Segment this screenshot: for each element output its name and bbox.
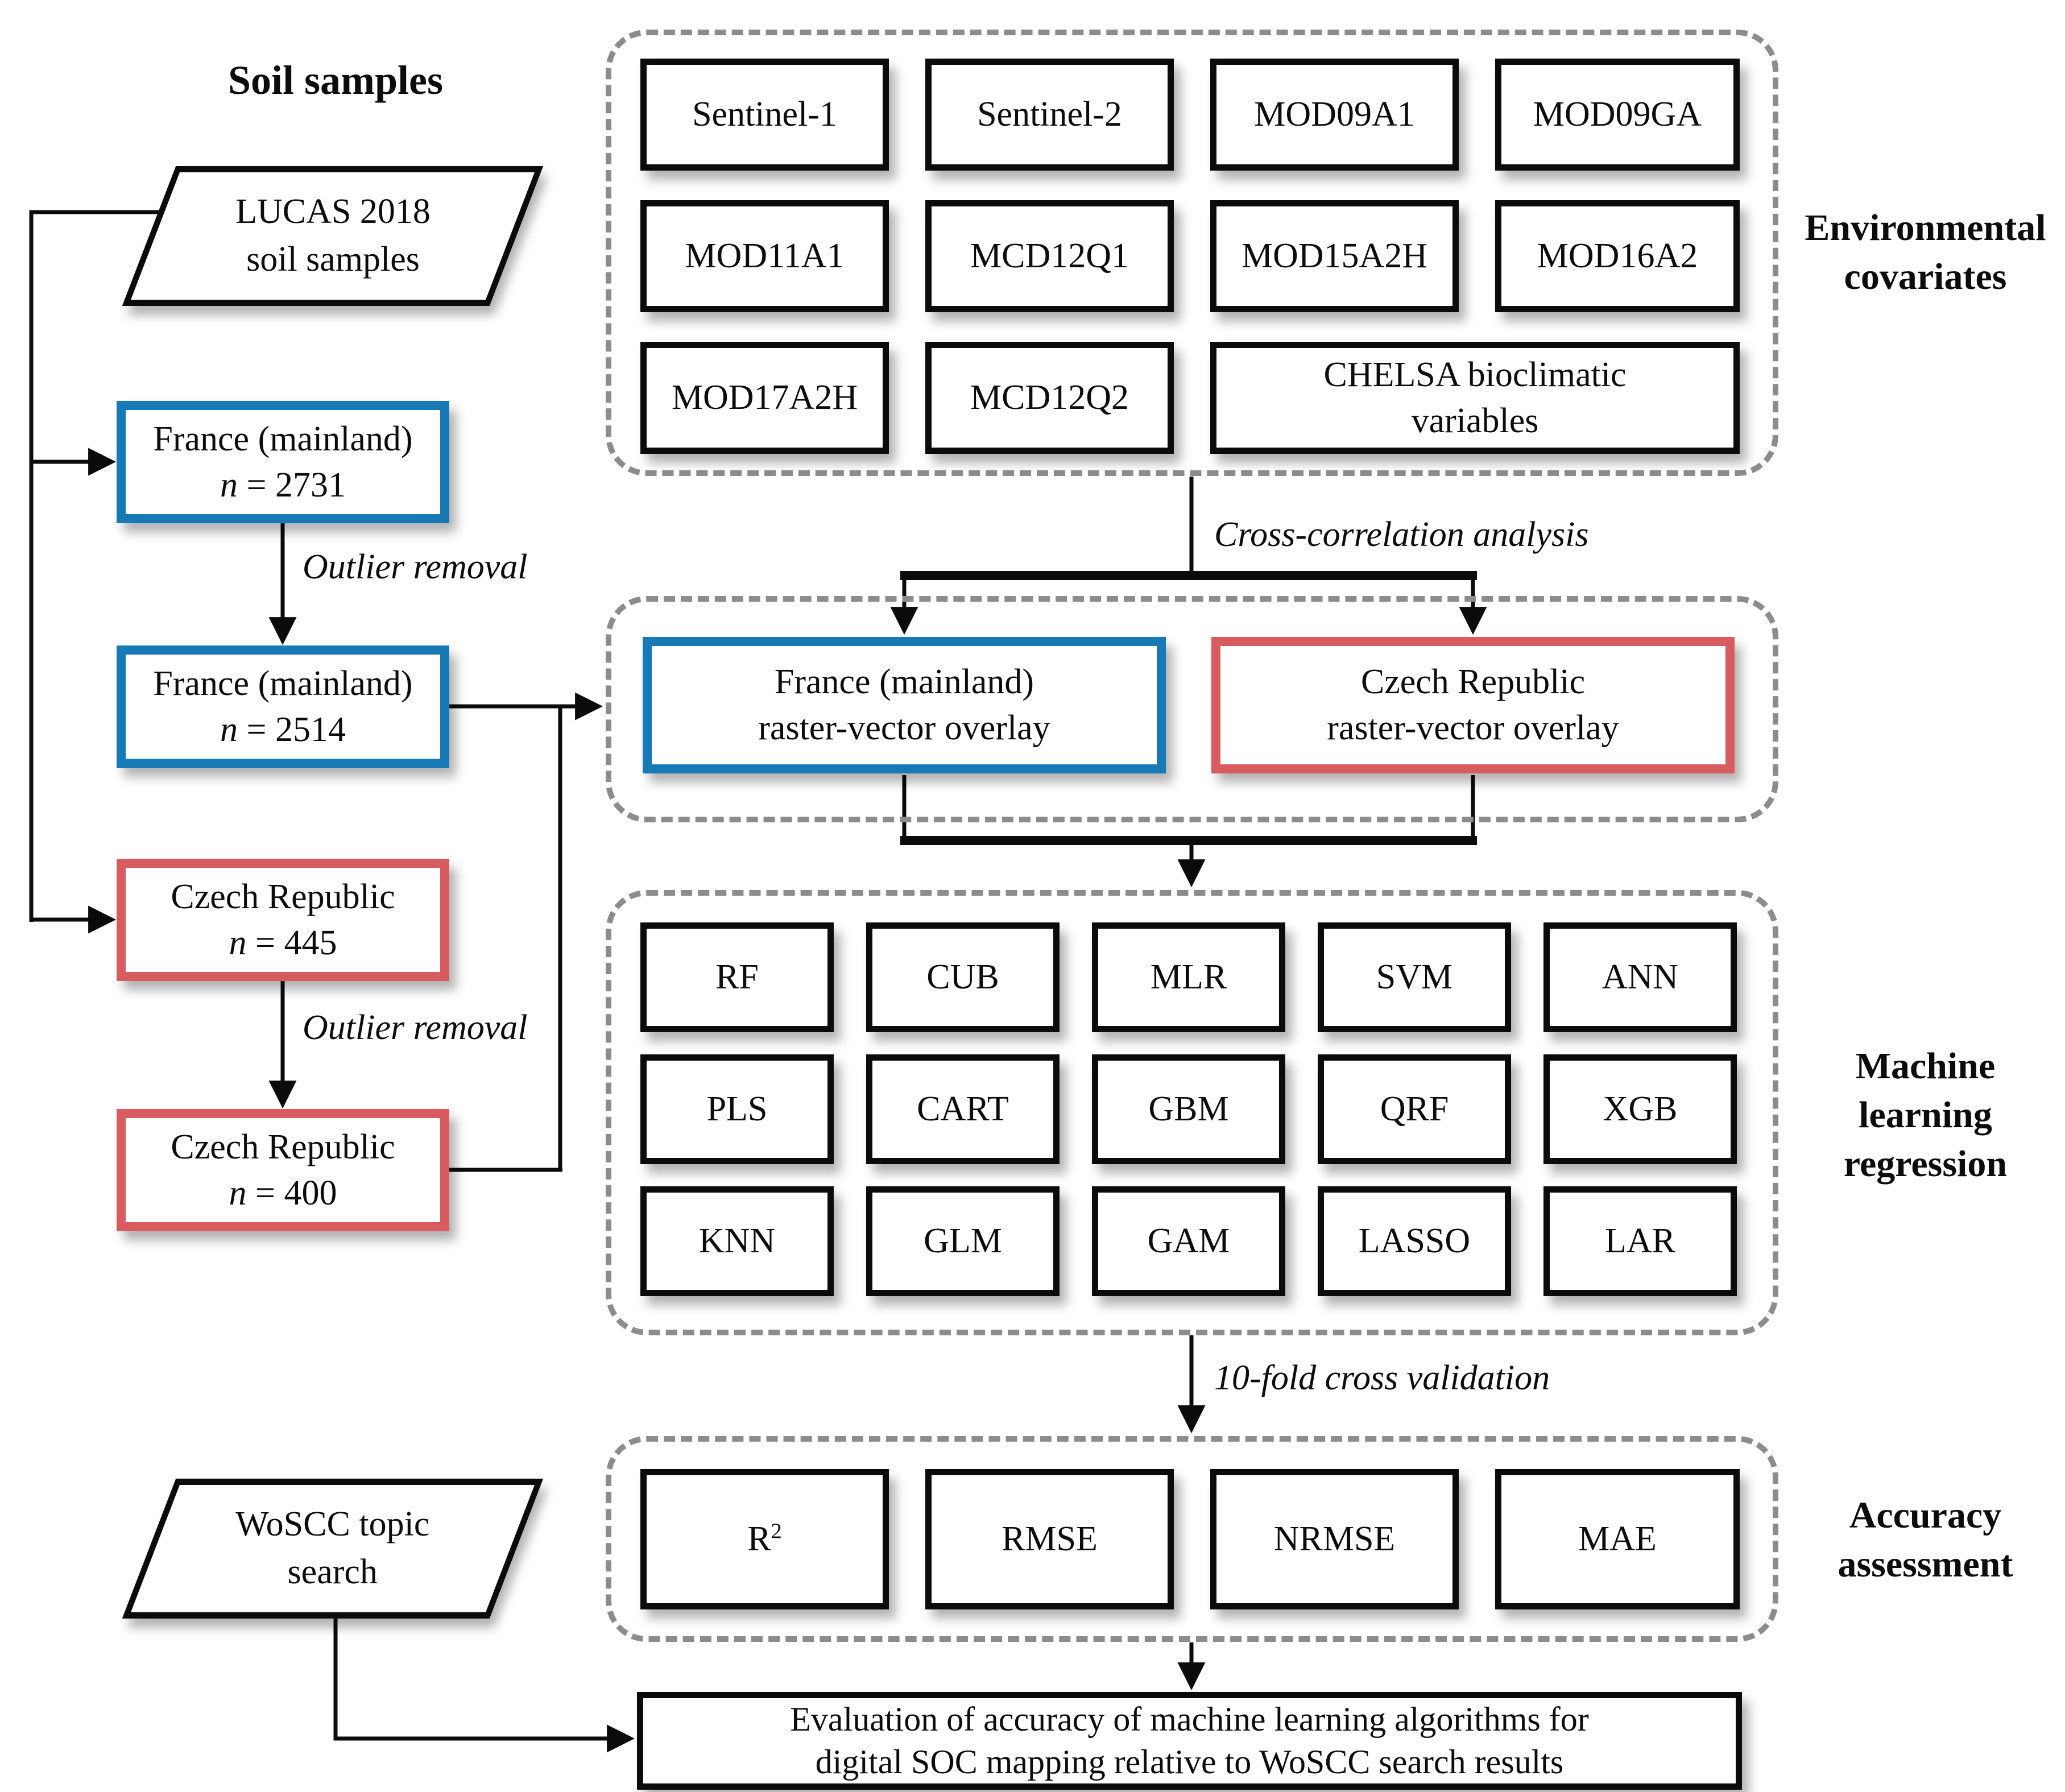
box-chelsa: CHELSA bioclimatic variables (1210, 342, 1740, 454)
box-mae: MAE (1495, 1469, 1740, 1609)
box-mod17a2h: MOD17A2H (640, 342, 889, 454)
ml-group (606, 890, 1778, 1335)
accuracy-group (606, 1436, 1778, 1642)
line-lucas-trunk (29, 210, 188, 922)
box-france-2514: France (mainland) n = 2514 (117, 645, 449, 768)
woscc-label: WoSCC topic search (235, 1505, 430, 1591)
box-cub: CUB (866, 922, 1060, 1032)
box-czech-445-text: Czech Republic n = 445 (171, 877, 395, 962)
box-lasso: LASSO (1318, 1186, 1511, 1296)
box-france-overlay: France (mainland) raster-vector overlay (643, 637, 1166, 773)
box-sentinel-2: Sentinel-2 (925, 59, 1174, 171)
box-czech-overlay: Czech Republic raster-vector overlay (1211, 637, 1735, 773)
box-pls: PLS (640, 1054, 834, 1164)
covariates-group (606, 30, 1778, 476)
box-r2: R2 (640, 1469, 889, 1609)
woscc-parallelogram: WoSCC topic search (122, 1479, 544, 1619)
overlay-group (606, 596, 1778, 822)
box-mod15a2h: MOD15A2H (1210, 200, 1459, 312)
accuracy-side-label: Accuracy assessment (1838, 1495, 2013, 1585)
lucas-parallelogram: LUCAS 2018 soil samples (122, 166, 544, 306)
box-rmse: RMSE (925, 1469, 1174, 1609)
box-knn: KNN (640, 1186, 834, 1296)
box-mod09ga: MOD09GA (1495, 59, 1740, 171)
lucas-label: LUCAS 2018 soil samples (235, 192, 431, 279)
box-qrf: QRF (1318, 1054, 1511, 1164)
box-france-2514-text: France (mainland) n = 2514 (153, 664, 413, 749)
arrow-woscc-to-evaluation (333, 1603, 635, 1753)
box-gam: GAM (1092, 1186, 1285, 1296)
box-rf: RF (640, 922, 834, 1032)
covariates-side-label: Environmental covariates (1805, 207, 2046, 297)
box-xgb: XGB (1543, 1054, 1737, 1164)
box-gbm: GBM (1092, 1054, 1285, 1164)
box-france-2731-text: France (mainland) n = 2731 (153, 419, 413, 504)
box-r2-text: R2 (747, 1519, 782, 1559)
box-mod11a1: MOD11A1 (640, 200, 889, 312)
box-czech-445: Czech Republic n = 445 (117, 859, 449, 981)
box-czech-400: Czech Republic n = 400 (117, 1109, 449, 1231)
box-evaluation: Evaluation of accuracy of machine learni… (637, 1692, 1742, 1790)
box-svm: SVM (1318, 922, 1511, 1032)
box-mod09a1: MOD09A1 (1210, 59, 1459, 171)
box-czech-400-text: Czech Republic n = 400 (171, 1127, 395, 1212)
box-mod16a2: MOD16A2 (1495, 200, 1740, 312)
box-ann: ANN (1543, 922, 1737, 1032)
outlier-removal-label-1: Outlier removal (303, 548, 528, 586)
outlier-removal-label-2: Outlier removal (303, 1008, 528, 1047)
box-lar: LAR (1543, 1186, 1737, 1296)
box-glm: GLM (866, 1186, 1060, 1296)
box-mcd12q1: MCD12Q1 (925, 200, 1174, 312)
box-sentinel-1: Sentinel-1 (640, 59, 889, 171)
box-mcd12q2: MCD12Q2 (925, 342, 1174, 454)
soil-samples-heading: Soil samples (227, 57, 444, 103)
box-mlr: MLR (1092, 922, 1285, 1032)
box-france-2731: France (mainland) n = 2731 (117, 401, 449, 523)
box-cart: CART (866, 1054, 1060, 1164)
ml-side-label: Machine learning regression (1843, 1045, 2008, 1185)
box-nrmse: NRMSE (1210, 1469, 1459, 1609)
cross-correlation-label: Cross-correlation analysis (1214, 515, 1589, 554)
cross-validation-label: 10-fold cross validation (1214, 1359, 1550, 1397)
